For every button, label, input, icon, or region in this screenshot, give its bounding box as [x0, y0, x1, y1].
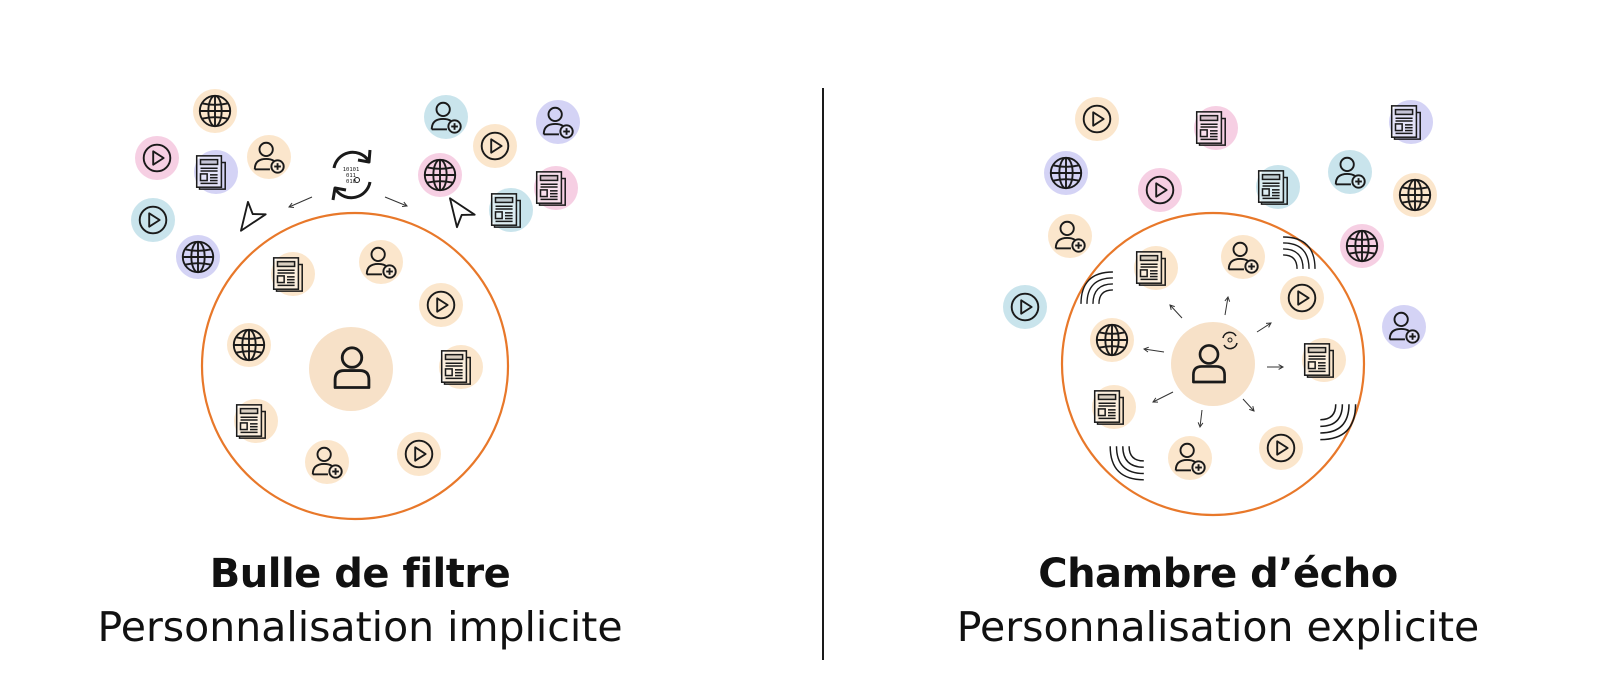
add-user-icon: [1382, 305, 1426, 349]
user-icon: [1171, 322, 1255, 406]
sound-wave-icon: [1282, 236, 1316, 270]
add-user-icon: [1328, 150, 1372, 194]
newspaper-icon: [234, 399, 278, 443]
arrow: [1152, 391, 1174, 403]
user-icon: [309, 327, 393, 411]
globe-icon: [1044, 151, 1088, 195]
add-user-icon: [305, 440, 349, 484]
sound-wave-icon: [1109, 445, 1145, 481]
add-user-icon: [1048, 214, 1092, 258]
arrow: [384, 196, 408, 208]
arrow: [1256, 322, 1272, 333]
newspaper-icon: [534, 166, 578, 210]
sound-wave-icon: [1080, 271, 1114, 305]
filter-bubble-caption: Bulle de filtre Personnalisation implici…: [10, 548, 710, 654]
arrow: [1224, 295, 1231, 316]
sound-wave-icon: [1319, 403, 1357, 441]
filter-bubble-title: Bulle de filtre: [209, 551, 511, 597]
play-icon: [131, 198, 175, 242]
play-icon: [1075, 97, 1119, 141]
play-icon: [135, 136, 179, 180]
play-icon: [473, 124, 517, 168]
play-icon: [1003, 285, 1047, 329]
play-icon: [1259, 426, 1303, 470]
newspaper-icon: [1256, 165, 1300, 209]
arrow: [1142, 346, 1165, 353]
echo-chamber-panel: [1003, 97, 1437, 517]
newspaper-icon: [1134, 246, 1178, 290]
cursor-icon: [235, 198, 269, 232]
add-user-icon: [359, 240, 403, 284]
binary-text: 10101: [343, 167, 360, 173]
play-icon: [1138, 168, 1182, 212]
arrow: [1197, 409, 1204, 429]
refresh-icon: [1221, 331, 1239, 350]
arrow: [1267, 364, 1285, 370]
globe-icon: [176, 235, 220, 279]
echo-ring: [1060, 211, 1366, 517]
globe-icon: [418, 153, 462, 197]
newspaper-icon: [194, 150, 238, 194]
binary-text: 010: [346, 179, 356, 185]
echo-chamber-title: Chambre d’écho: [1038, 551, 1398, 597]
globe-icon: [227, 323, 271, 367]
globe-icon: [1393, 173, 1437, 217]
newspaper-icon: [489, 188, 533, 232]
play-icon: [397, 432, 441, 476]
add-user-icon: [1221, 235, 1265, 279]
arrow: [288, 196, 313, 208]
globe-icon: [193, 89, 237, 133]
newspaper-icon: [271, 252, 315, 296]
filter-bubble-subtitle: Personnalisation implicite: [97, 603, 623, 651]
arrow: [1169, 304, 1183, 319]
add-user-icon: [536, 100, 580, 144]
newspaper-icon: [1302, 338, 1346, 382]
newspaper-icon: [1194, 106, 1238, 150]
echo-chamber-caption: Chambre d’écho Personnalisation explicit…: [868, 548, 1568, 654]
add-user-icon: [1168, 436, 1212, 480]
globe-icon: [1090, 318, 1134, 362]
play-icon: [419, 283, 463, 327]
bubble-ring: [200, 211, 510, 521]
newspaper-icon: [439, 345, 483, 389]
echo-chamber-subtitle: Personnalisation explicite: [956, 603, 1480, 651]
cursor-icon: [444, 197, 478, 231]
globe-icon: [1340, 224, 1384, 268]
add-user-icon: [247, 135, 291, 179]
play-icon: [1280, 276, 1324, 320]
arrow: [1242, 398, 1255, 412]
newspaper-icon: [1092, 385, 1136, 429]
binary-text: 011: [346, 173, 356, 179]
newspaper-icon: [1389, 100, 1433, 144]
add-user-icon: [424, 95, 468, 139]
